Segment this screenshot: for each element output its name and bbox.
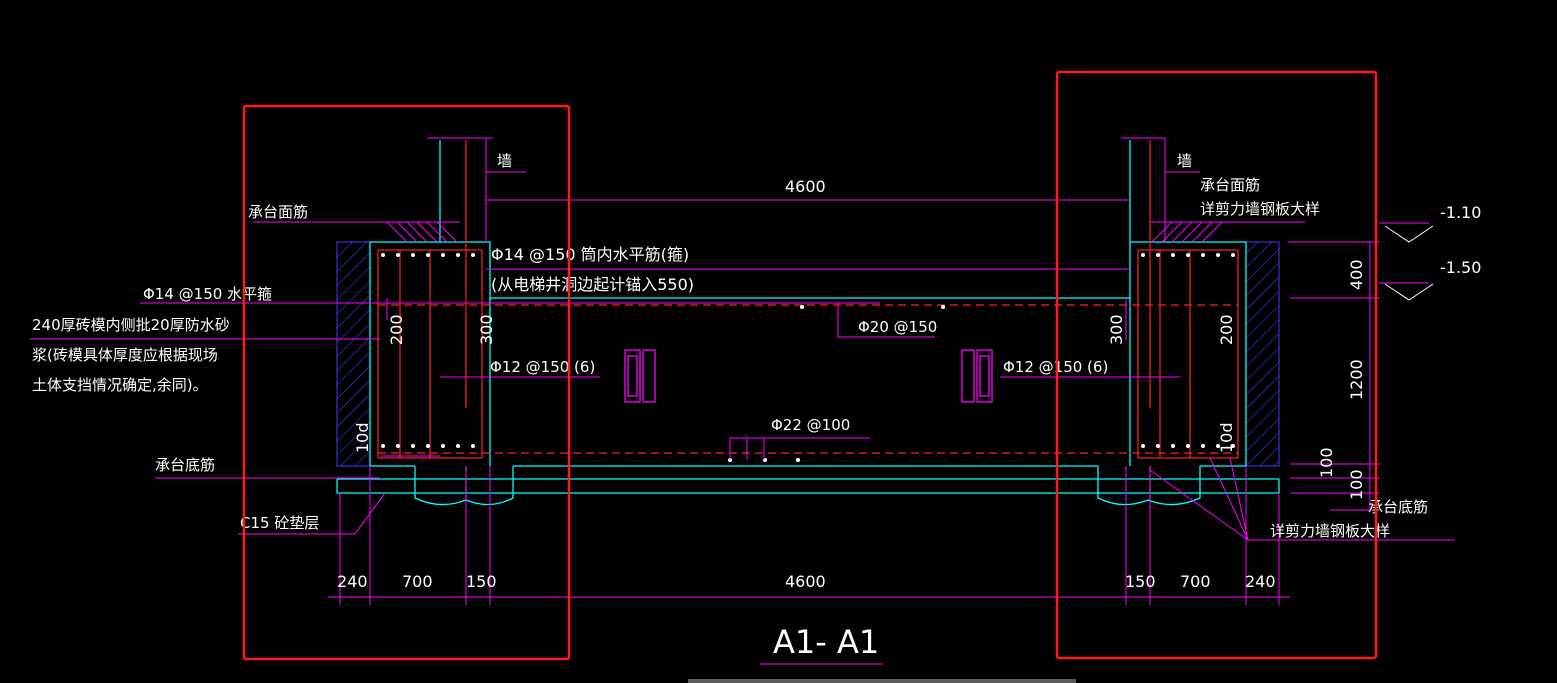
highlight-box-right [1055, 70, 1378, 660]
brick-formwork-hatch [336, 241, 1280, 467]
highlight-boxes [242, 70, 1378, 661]
label-shear-wall-detail-top: 详剪力墙钢板大样 [1200, 200, 1320, 218]
label-shear-wall-detail-bottom: 详剪力墙钢板大样 [1270, 522, 1390, 540]
dim-left-700: 700 [402, 572, 433, 591]
dim-right-200: 200 [1217, 314, 1236, 345]
label-bar-phi12-left: Φ12 @150 (6) [490, 358, 595, 376]
label-brick-formwork-2: 浆(砖模具体厚度应根据现场 [32, 346, 218, 364]
label-cap-top-rebar-right: 承台面筋 [1200, 176, 1260, 194]
dim-right-100a: 100 [1317, 447, 1336, 478]
label-elev-110: -1.10 [1440, 203, 1481, 222]
elevation-markers [1384, 225, 1434, 301]
stirrup-symbols [624, 349, 993, 403]
dim-right-1200: 1200 [1347, 359, 1366, 400]
label-horizontal-stirrup: Φ14 @150 水平箍 [143, 285, 272, 303]
label-cap-bottom-rebar-left: 承台底筋 [155, 456, 215, 474]
highlight-box-left [242, 104, 571, 661]
label-elev-150: -1.50 [1440, 258, 1481, 277]
dim-left-300: 300 [477, 314, 496, 345]
label-bar-phi20: Φ20 @150 [858, 318, 937, 336]
label-inner-horizontal-2: (从电梯井洞边起计锚入550) [491, 275, 694, 294]
cushion-layer [336, 478, 1280, 494]
label-bar-phi22: Φ22 @100 [771, 416, 850, 434]
dim-right-700: 700 [1180, 572, 1211, 591]
label-brick-formwork-1: 240厚砖模内侧批20厚防水砂 [32, 316, 230, 334]
dim-right-400: 400 [1347, 259, 1366, 290]
section-title: A1- A1 [773, 623, 879, 661]
dimension-texts: 4600 4600 240 700 150 150 700 240 200 30… [337, 177, 1366, 591]
rebar-red [377, 140, 1239, 459]
dim-left-200: 200 [387, 314, 406, 345]
dimension-lines [30, 137, 1455, 665]
label-cap-bottom-rebar-right: 承台底筋 [1368, 498, 1428, 516]
label-inner-horizontal-1: Φ14 @150 筒内水平筋(箍) [491, 245, 689, 264]
dim-right-300: 300 [1107, 314, 1126, 345]
dim-right-10d: 10d [1217, 422, 1236, 453]
label-cushion-layer: C15 砼垫层 [240, 514, 319, 532]
dim-bottom-span: 4600 [785, 572, 826, 591]
label-wall-right: 墙 [1177, 152, 1192, 170]
label-wall-left: 墙 [497, 152, 512, 170]
dim-left-10d: 10d [353, 422, 372, 453]
horizontal-scrollbar[interactable] [688, 679, 1076, 683]
label-bar-phi12-right: Φ12 @150 (6) [1003, 358, 1108, 376]
dim-right-100b: 100 [1347, 469, 1366, 500]
dim-left-150: 150 [466, 572, 497, 591]
pile-cap-outline [369, 140, 1247, 506]
dim-left-240: 240 [337, 572, 368, 591]
dim-right-150: 150 [1125, 572, 1156, 591]
label-brick-formwork-3: 土体支挡情况确定,余同)。 [32, 376, 208, 394]
dim-top-span: 4600 [785, 177, 826, 196]
label-cap-top-rebar-left: 承台面筋 [248, 203, 308, 221]
dim-right-240: 240 [1245, 572, 1276, 591]
